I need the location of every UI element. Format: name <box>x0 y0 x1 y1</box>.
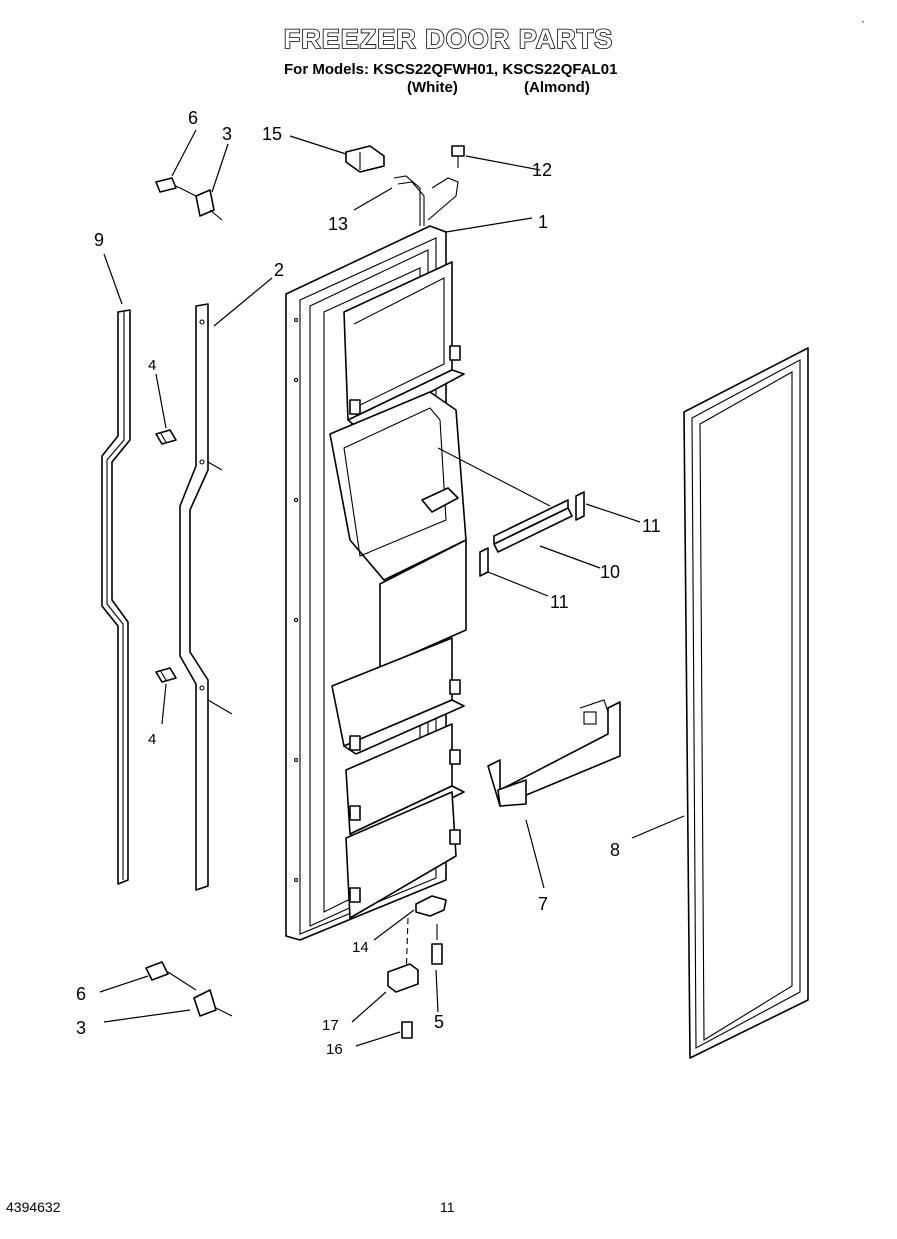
callout-11-top: 11 <box>642 516 661 536</box>
model-numbers: For Models: KSCS22QFWH01, KSCS22QFAL01 <box>284 61 618 78</box>
callout-4-top: 4 <box>148 357 156 374</box>
part-11-cap-bottom <box>479 547 489 577</box>
part-11-cap-top <box>575 491 585 521</box>
variant-almond: (Almond) <box>524 79 590 96</box>
document-code: 4394632 <box>6 1199 61 1215</box>
callout-5: 5 <box>434 1012 444 1032</box>
part-5-screw <box>431 924 443 965</box>
callout-12: 12 <box>532 160 552 180</box>
corner-mark: · <box>861 14 865 28</box>
callout-10: 10 <box>600 562 620 582</box>
callout-1: 1 <box>538 212 548 232</box>
callout-3-bottom: 3 <box>76 1018 86 1038</box>
part-6-screw-bottom <box>145 961 197 991</box>
callout-9: 9 <box>94 230 104 250</box>
part-13-harness <box>393 175 459 226</box>
part-2-trim <box>179 303 233 891</box>
part-1-door <box>285 225 467 941</box>
callout-11-bottom: 11 <box>550 592 569 612</box>
callout-4-bottom: 4 <box>148 731 156 748</box>
part-9-strip <box>101 309 131 885</box>
part-3-hinge-bottom <box>193 989 233 1017</box>
callout-16: 16 <box>326 1041 343 1058</box>
callout-6-bottom: 6 <box>76 984 86 1004</box>
part-4-screw-bottom <box>155 667 177 683</box>
part-7-bin <box>487 699 621 807</box>
part-6-screw-top <box>155 177 197 197</box>
callout-17: 17 <box>322 1017 339 1034</box>
callout-14: 14 <box>352 939 369 956</box>
part-17-block <box>387 963 419 993</box>
callout-8: 8 <box>610 840 620 860</box>
part-15-connector <box>345 145 385 173</box>
page-title: FREEZER DOOR PARTS <box>283 23 614 55</box>
callout-3-top: 3 <box>222 124 232 144</box>
callout-15: 15 <box>262 124 282 144</box>
part-10-rail <box>437 447 573 553</box>
page-number: 11 <box>440 1199 455 1215</box>
part-3-hinge-top <box>195 189 223 221</box>
callout-2: 2 <box>274 260 284 280</box>
part-16-screw <box>401 1021 413 1039</box>
leader-lines <box>99 129 685 1047</box>
part-8-gasket <box>683 347 809 1059</box>
callout-7: 7 <box>538 894 548 914</box>
callout-6-top: 6 <box>188 108 198 128</box>
part-4-screw-top <box>155 429 177 445</box>
variant-white: (White) <box>407 79 458 96</box>
part-12-screw <box>451 145 465 168</box>
callout-13: 13 <box>328 214 348 234</box>
